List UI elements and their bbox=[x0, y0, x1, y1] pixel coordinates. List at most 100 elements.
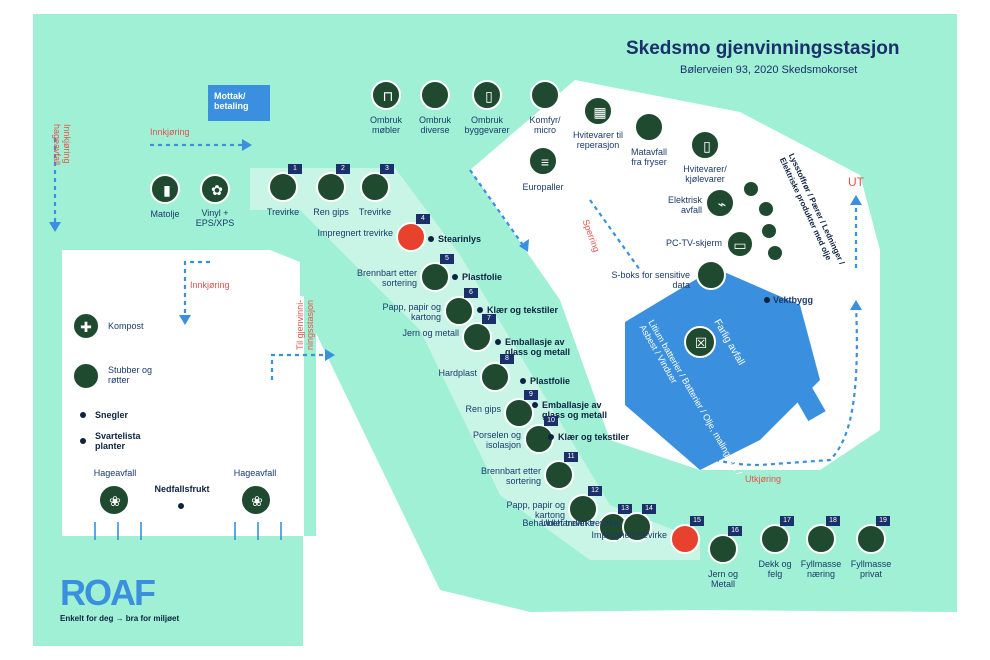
route-station-15-icon bbox=[670, 524, 700, 554]
route-station-number: 9 bbox=[524, 390, 538, 400]
vinyl-icon: ✿ bbox=[200, 174, 230, 204]
roaf-logo: ROAF bbox=[60, 572, 156, 613]
exit-flow-label: Utkjøring bbox=[745, 474, 782, 484]
compost-label: Kompost bbox=[108, 321, 144, 331]
leaf-icon-1: ❀ bbox=[98, 484, 130, 516]
route-station-17-icon bbox=[760, 524, 790, 554]
route-station-number: 7 bbox=[482, 314, 496, 324]
route-extra-label: Stearinlys bbox=[438, 234, 482, 244]
entry-label: Innkjøring bbox=[150, 127, 190, 137]
route-station-18-icon bbox=[806, 524, 836, 554]
route-station-label: Jern og metall bbox=[402, 328, 459, 338]
route-station-label: Jern og Metall bbox=[707, 569, 739, 589]
bulb-icon bbox=[757, 200, 775, 218]
route-station-label: Ren gips bbox=[465, 404, 501, 414]
fallen-fruit-label: Nedfallsfrukt bbox=[154, 484, 210, 494]
route-station-label: Dekk og felg bbox=[758, 559, 792, 579]
route-extra-label: Klær og tekstiler bbox=[487, 305, 559, 315]
route-station-label: Brennbart etter sortering bbox=[356, 268, 417, 288]
electrical-icon: ⌁ bbox=[705, 188, 735, 218]
screen-label: PC-TV-skjerm bbox=[666, 238, 722, 248]
garden-waste-label-1: Hageavfall bbox=[93, 468, 137, 478]
screen-icon: ▭ bbox=[726, 230, 754, 258]
route-station-label: Ubehandlet trevirke bbox=[540, 518, 619, 528]
oil-label: Matolje bbox=[150, 209, 180, 219]
fridge-icon: ▯ bbox=[690, 130, 720, 160]
reception-box bbox=[208, 85, 270, 121]
route-extra-label: Klær og tekstiler bbox=[558, 432, 630, 442]
route-station-3-icon bbox=[360, 172, 390, 202]
route-extra-marker bbox=[495, 339, 501, 345]
hazardous-icon: ☒ bbox=[684, 326, 716, 358]
stumps-icon bbox=[72, 362, 100, 390]
appliance-repair-label: Hvitevarer til reperasjon bbox=[572, 130, 623, 150]
route-station-label: Behandlet trevirke bbox=[522, 518, 595, 528]
route-extra-marker bbox=[548, 434, 554, 440]
building-reuse-label: Ombruk byggevarer bbox=[464, 115, 510, 135]
pallet-label: Europaller bbox=[522, 182, 564, 192]
route-station-label: Ren gips bbox=[313, 207, 349, 217]
route-station-number: 3 bbox=[380, 164, 394, 174]
route-station-label: Fyllmasse næring bbox=[800, 559, 842, 579]
snail-label: Snegler bbox=[95, 410, 129, 420]
route-station-9-icon bbox=[504, 398, 534, 428]
tube-icon bbox=[742, 180, 760, 198]
route-station-7-icon bbox=[462, 322, 492, 352]
route-station-1-icon bbox=[268, 172, 298, 202]
route-station-label: Trevirke bbox=[266, 207, 300, 217]
compost-icon: ✚ bbox=[72, 312, 100, 340]
route-station-number: 13 bbox=[618, 504, 632, 514]
route-extra-label: Plastfolie bbox=[462, 272, 503, 282]
pallet-icon: ≡ bbox=[528, 146, 558, 176]
route-station-19-icon bbox=[856, 524, 886, 554]
weighbridge-marker bbox=[764, 297, 770, 303]
route-station-number: 19 bbox=[876, 516, 890, 526]
cable-icon bbox=[760, 222, 778, 240]
snail-marker bbox=[80, 412, 86, 418]
route-station-12-icon bbox=[568, 494, 598, 524]
food-waste-label: Matavfall fra fryser bbox=[630, 147, 667, 167]
route-station-label: Hardplast bbox=[438, 368, 477, 378]
oil-product-icon bbox=[766, 244, 784, 262]
route-station-label: Fyllmasse privat bbox=[850, 559, 892, 579]
address: Bølerveien 93, 2020 Skedsmokorset bbox=[680, 64, 858, 76]
route-station-number: 11 bbox=[564, 452, 578, 462]
garden-waste-label-2: Hageavfall bbox=[233, 468, 277, 478]
route-station-number: 12 bbox=[588, 486, 602, 496]
oil-icon: ▮ bbox=[150, 174, 180, 204]
weighbridge-label: Vektbygg bbox=[773, 295, 814, 305]
route-station-number: 1 bbox=[288, 164, 302, 174]
route-station-2-icon bbox=[316, 172, 346, 202]
route-station-number: 6 bbox=[464, 288, 478, 298]
route-station-number: 2 bbox=[336, 164, 350, 174]
misc-reuse-label: Ombruk diverse bbox=[418, 115, 451, 135]
route-station-number: 8 bbox=[500, 354, 514, 364]
route-station-number: 4 bbox=[416, 214, 430, 224]
fallen-fruit-marker bbox=[178, 503, 184, 509]
entry-label-2: Innkjøring bbox=[190, 280, 230, 290]
exit-label: UT bbox=[848, 175, 864, 189]
route-station-number: 10 bbox=[544, 416, 558, 426]
route-station-number: 16 bbox=[728, 526, 742, 536]
misc-reuse-icon bbox=[420, 80, 450, 110]
route-station-16-icon bbox=[708, 534, 738, 564]
stumps-label: Stubber og røtter bbox=[108, 365, 153, 385]
sbox-label: S-boks for sensitive data bbox=[611, 270, 690, 290]
blacklist-marker bbox=[80, 438, 86, 444]
route-station-number: 15 bbox=[690, 516, 704, 526]
furniture-reuse-label: Ombruk møbler bbox=[369, 115, 402, 135]
route-extra-marker bbox=[428, 236, 434, 242]
hazardous-waste-building bbox=[625, 268, 820, 470]
route-station-11-icon bbox=[544, 460, 574, 490]
route-station-label: Papp, papir og kartong bbox=[382, 302, 441, 322]
route-station-number: 5 bbox=[440, 254, 454, 264]
page-title: Skedsmo gjenvinningsstasjon bbox=[626, 38, 900, 59]
sbox-icon bbox=[696, 260, 726, 290]
route-extra-marker bbox=[520, 378, 526, 384]
route-station-8-icon bbox=[480, 362, 510, 392]
route-station-14-icon bbox=[622, 512, 652, 542]
fridge-label: Hvitevarer/ kjølevarer bbox=[683, 164, 727, 184]
building-reuse-icon: ▯ bbox=[472, 80, 502, 110]
electrical-label: Elektrisk avfall bbox=[667, 195, 702, 215]
